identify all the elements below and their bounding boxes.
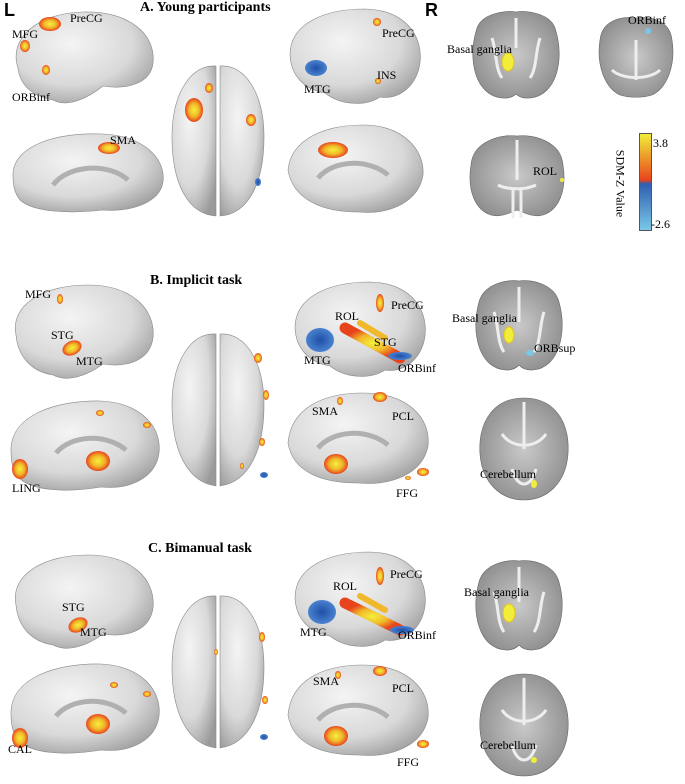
brain-c-left-medial	[10, 663, 160, 754]
slice-c-axial	[479, 673, 569, 777]
label-a-precg-left: PreCG	[70, 11, 103, 25]
brain-c-top	[171, 595, 268, 749]
label-a-mtg: MTG	[304, 82, 331, 96]
label-b-mfg: MFG	[25, 287, 52, 301]
label-a-ins: INS	[377, 68, 397, 82]
label-b-sma: SMA	[312, 404, 339, 418]
label-c-sma: SMA	[313, 674, 340, 688]
slice-b-coronal	[475, 280, 563, 371]
brain-b-left-lateral	[15, 284, 154, 379]
slice-a-coronal-2	[598, 17, 674, 98]
brain-a-right-medial	[287, 124, 424, 213]
slice-a-coronal-3	[469, 135, 565, 218]
label-c-stg-left: STG	[62, 600, 85, 614]
left-hemisphere-label: L	[4, 0, 15, 20]
colorbar-bar	[639, 133, 652, 231]
label-b-orbsup: ORBsup	[534, 341, 576, 355]
label-b-basal: Basal ganglia	[452, 311, 517, 325]
colorbar-min: -2.6	[651, 217, 670, 231]
section-b-title: B. Implicit task	[150, 273, 243, 288]
slice-a-coronal-1	[472, 11, 560, 99]
label-b-rol: ROL	[335, 309, 359, 323]
brain-c-left-lateral	[15, 554, 154, 649]
label-b-stg-left: STG	[51, 328, 74, 342]
brain-b-right-medial	[287, 392, 429, 484]
label-b-ling: LING	[12, 481, 41, 495]
label-a-orbinf-right: ORBinf	[628, 13, 667, 27]
colorbar-max: 3.8	[653, 136, 668, 150]
label-c-mtg-left: MTG	[80, 625, 107, 639]
label-b-pcl: PCL	[392, 409, 415, 423]
label-b-mtg-left: MTG	[76, 354, 103, 368]
brain-b-left-medial	[10, 400, 160, 491]
brain-c-right-medial	[287, 664, 429, 756]
label-b-mtg-right: MTG	[304, 353, 331, 367]
label-b-precg: PreCG	[391, 298, 424, 312]
label-b-stg-right: STG	[374, 335, 397, 349]
label-c-pcl: PCL	[392, 681, 415, 695]
label-c-mtg-right: MTG	[300, 625, 327, 639]
section-a-title: A. Young participants	[140, 0, 271, 15]
brain-a-left-lateral	[15, 11, 154, 104]
brain-a-left-medial	[12, 133, 164, 213]
brain-a-right-lateral	[289, 8, 421, 104]
label-a-rol: ROL	[533, 164, 557, 178]
slice-b-axial	[479, 397, 569, 501]
section-c-title: C. Bimanual task	[148, 541, 252, 556]
label-a-mfg: MFG	[12, 27, 39, 41]
slice-c-coronal	[475, 560, 563, 651]
right-hemisphere-label: R	[425, 0, 438, 20]
label-c-rol: ROL	[333, 579, 357, 593]
label-c-cal: CAL	[8, 742, 32, 756]
brain-b-top	[171, 333, 269, 487]
brain-a-top	[171, 65, 265, 217]
label-b-ffg: FFG	[396, 486, 419, 500]
brain-b-right-lateral	[294, 281, 426, 377]
colorbar-title: SDM-Z Value	[613, 149, 628, 218]
label-b-orbinf: ORBinf	[398, 361, 437, 375]
label-b-cerebellum: Cerebellum	[480, 467, 536, 481]
label-a-sma: SMA	[110, 133, 137, 147]
brain-c-right-lateral	[294, 551, 426, 647]
label-c-basal: Basal ganglia	[464, 585, 529, 599]
label-c-orbinf: ORBinf	[398, 628, 437, 642]
label-c-precg: PreCG	[390, 567, 423, 581]
label-a-orbinf-left: ORBinf	[12, 90, 51, 104]
label-a-precg-right: PreCG	[382, 26, 415, 40]
label-c-cerebellum: Cerebellum	[480, 738, 536, 752]
label-a-basal: Basal ganglia	[447, 42, 512, 56]
label-c-ffg: FFG	[397, 755, 420, 769]
